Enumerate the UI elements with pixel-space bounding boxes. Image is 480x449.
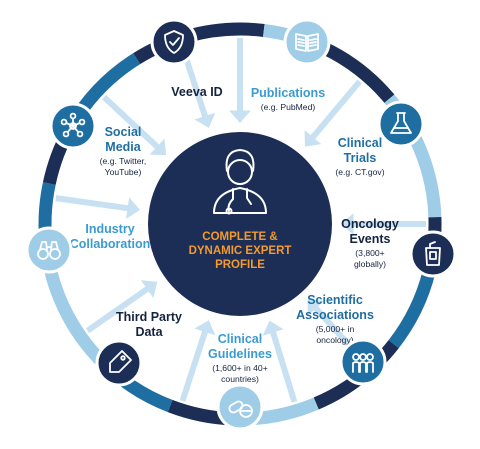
segment-title-line: Clinical xyxy=(338,136,382,150)
badge-scientific-associations xyxy=(339,338,387,386)
center-title-line-2: DYNAMIC EXPERT xyxy=(189,245,292,257)
badge-veeva-id xyxy=(150,18,198,66)
ring-arc xyxy=(322,42,395,103)
ring-arc xyxy=(388,269,436,349)
arrow-head xyxy=(140,280,158,298)
arrow-head xyxy=(304,130,322,147)
people-group-icon xyxy=(352,353,374,373)
segment-label-publications: Publications (e.g. PubMed) xyxy=(251,86,325,112)
badge-social-media xyxy=(49,102,97,150)
arrow-head xyxy=(229,110,251,123)
badge-industry-collaboration xyxy=(25,226,73,274)
binoculars-icon xyxy=(37,241,61,260)
pills-icon xyxy=(228,400,253,418)
segment-subtitle-line: (5,000+ in xyxy=(316,324,355,334)
segment-subtitle-line: (e.g. PubMed) xyxy=(261,102,316,112)
arrow xyxy=(309,79,362,141)
segment-subtitle-line: globally) xyxy=(354,259,386,269)
segment-subtitle-line: (3,800+ xyxy=(355,248,384,258)
price-tag-icon xyxy=(109,350,132,373)
segment-title-line: Collaboration xyxy=(70,237,151,251)
flask-icon xyxy=(390,112,412,134)
segment-title-line: Third Party xyxy=(116,310,182,324)
segment-title-line: Events xyxy=(350,232,391,246)
badge-oncology-events xyxy=(409,230,457,278)
segment-title-line: Associations xyxy=(296,308,374,322)
segment-subtitle-line: (e.g. Twitter, xyxy=(100,156,147,166)
segment-subtitle-line: YouTube) xyxy=(105,167,142,177)
badge-circle xyxy=(409,230,457,278)
segment-title-line: Oncology xyxy=(341,217,399,231)
segment-subtitle-line: countries) xyxy=(221,374,259,384)
segment-title-line: Data xyxy=(135,325,163,339)
segment-icon-badges xyxy=(25,18,457,431)
shield-check-icon xyxy=(164,30,184,54)
badge-circle xyxy=(95,339,143,387)
segment-title-line: Social xyxy=(105,125,142,139)
center-title-line-1: COMPLETE & xyxy=(202,231,277,243)
badge-clinical-trials xyxy=(377,100,425,148)
segment-title-line: Clinical xyxy=(218,332,262,346)
badge-circle xyxy=(283,18,331,66)
segment-title-line: Scientific xyxy=(307,293,363,307)
arrow-head xyxy=(194,320,216,336)
badge-third-party-data xyxy=(95,339,143,387)
arrows-layer xyxy=(55,38,426,403)
arrow xyxy=(179,329,209,402)
arrow-head xyxy=(307,299,324,316)
arrow-head xyxy=(149,138,167,156)
center-title-line-3: PROFILE xyxy=(215,259,265,271)
segment-subtitle-line: oncology) xyxy=(316,335,353,345)
arrow-head xyxy=(341,213,354,235)
segment-title-line: Trials xyxy=(344,151,377,165)
segment-title-line: Media xyxy=(105,140,141,154)
segment-title-line: Guidelines xyxy=(208,347,272,361)
segment-labels: Veeva ID Publications (e.g. PubMed) Clinica… xyxy=(70,85,399,384)
badge-circle xyxy=(150,18,198,66)
arrow xyxy=(269,330,298,403)
arrow xyxy=(101,94,161,150)
badge-circle xyxy=(377,100,425,148)
doctor-icon xyxy=(213,149,267,215)
arrow-head xyxy=(126,197,140,219)
arrow xyxy=(85,285,151,334)
book-icon xyxy=(295,33,319,52)
arrow-head xyxy=(262,320,284,336)
segment-title-line: Publications xyxy=(251,86,325,100)
ring-arc xyxy=(184,22,265,43)
segment-title-line: Veeva ID xyxy=(171,85,222,99)
center-circle xyxy=(148,132,332,316)
segment-label-veeva-id: Veeva ID xyxy=(171,85,222,99)
arrow-head xyxy=(194,112,216,128)
center-profile: COMPLETE & DYNAMIC EXPERT PROFILE xyxy=(148,132,332,316)
arrow xyxy=(55,195,130,212)
segment-subtitle-line: (1,600+ in 40+ xyxy=(212,363,267,373)
segment-subtitle-line: (e.g. CT.gov) xyxy=(335,167,384,177)
network-icon xyxy=(60,112,86,138)
segment-title-line: Industry xyxy=(85,222,134,236)
badge-publications xyxy=(283,18,331,66)
podium-icon xyxy=(425,241,441,266)
badge-clinical-guidelines xyxy=(216,383,264,431)
badge-circle xyxy=(216,383,264,431)
badge-circle xyxy=(25,226,73,274)
